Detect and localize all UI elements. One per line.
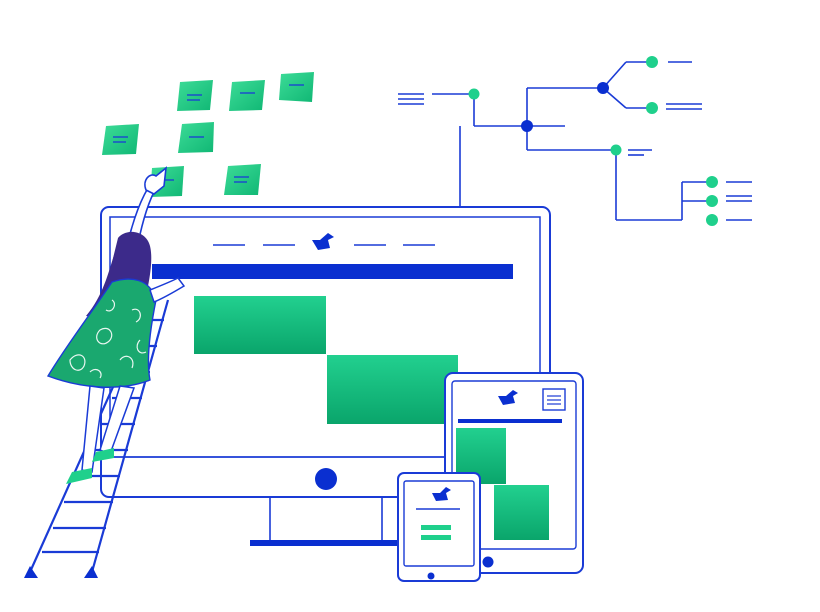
tablet-header-bar	[458, 419, 562, 423]
tablet-content-block	[494, 485, 549, 540]
sitemap-node-icon	[597, 82, 609, 94]
bird-logo-icon	[498, 390, 518, 405]
sitemap-node-icon	[610, 144, 622, 156]
sticky-note-icon	[279, 72, 314, 102]
phone-device	[397, 472, 481, 582]
sitemap-node-icon	[468, 88, 480, 100]
sticky-note-icon	[178, 122, 214, 153]
phone-home-button	[427, 572, 435, 580]
woman-figure	[46, 166, 186, 484]
sitemap-node-icon	[706, 176, 718, 188]
sticky-note-icon	[224, 164, 261, 195]
sticky-notes	[102, 72, 314, 197]
sitemap-tree	[398, 61, 752, 221]
monitor-content-block	[327, 355, 458, 424]
sitemap-node-icon	[646, 56, 658, 68]
sitemap-node-icon	[706, 214, 718, 226]
sitemap-nodes	[468, 56, 718, 226]
phone-content-bar	[421, 535, 451, 540]
phone-content-bar	[421, 525, 451, 530]
monitor-power-button	[315, 468, 337, 490]
tablet-home-button	[482, 556, 494, 568]
menu-icon	[542, 388, 566, 411]
sitemap-node-icon	[706, 195, 718, 207]
sticky-note-icon	[102, 124, 139, 155]
sitemap-node-icon	[521, 120, 533, 132]
monitor-header-bar	[152, 264, 513, 279]
bird-logo-icon	[432, 487, 451, 501]
sitemap-node-icon	[646, 102, 658, 114]
sticky-note-icon	[229, 80, 265, 111]
bird-logo-icon	[312, 233, 334, 250]
sticky-note-icon	[177, 80, 213, 111]
monitor-content-block	[194, 296, 326, 354]
